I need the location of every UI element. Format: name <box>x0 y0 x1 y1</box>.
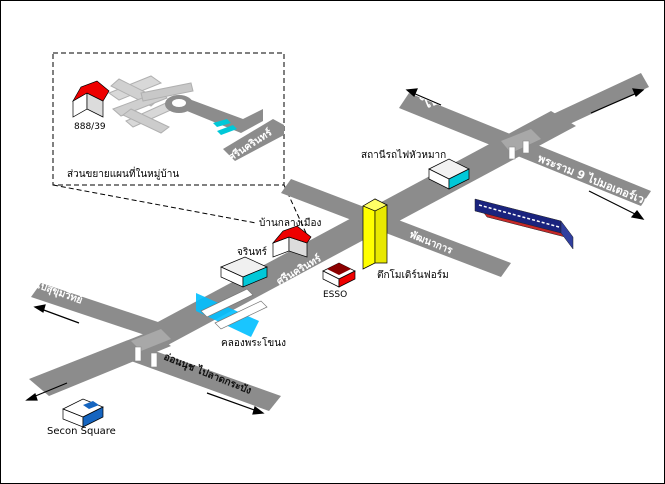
secon-building <box>62 398 104 428</box>
house-address-label: 888/39 <box>74 122 106 132</box>
khlong-label: คลองพระโขนง <box>221 336 286 349</box>
modernform-tower <box>362 198 388 270</box>
to-rca-label: ไป RCA <box>418 76 476 113</box>
ban-klang-muang-label: บ้านกลางเมือง <box>259 217 321 229</box>
station-label: สถานีรถไฟหัวหมาก <box>361 149 446 161</box>
arrow-bangna-icon <box>25 382 68 401</box>
road-onnut-east <box>131 346 281 411</box>
inset-map: ศรีนครินทร์ 888/39 ส่วนขยายแผนที่ในหมู่บ… <box>52 52 307 234</box>
pillar-3 <box>508 146 516 160</box>
inset-border <box>52 52 285 186</box>
train-icon <box>474 198 574 250</box>
arrow-sukhumvit-icon <box>33 304 80 324</box>
canal <box>196 288 268 337</box>
rama9-label: พระราม 9 ไปมอเตอร์เวย์ <box>536 151 652 209</box>
inset-bridge-icon-2 <box>217 125 237 135</box>
inset-leader-left <box>52 184 257 224</box>
pillar-1 <box>150 352 158 368</box>
inset-bridge-icon <box>213 119 231 127</box>
modernform-label: ตึกโมเดิร์นฟอร์ม <box>377 268 449 281</box>
inset-caption: ส่วนขยายแผนที่ในหมู่บ้าน <box>67 166 179 180</box>
arrow-motorway-icon <box>588 190 645 220</box>
jusco-building <box>220 256 268 288</box>
arrow-bangkapi-icon <box>590 88 645 114</box>
junction-bottom <box>131 329 171 351</box>
road-sukhumvit <box>31 283 161 337</box>
roads <box>29 73 651 411</box>
pillar-2 <box>134 346 142 362</box>
jusco-label: จรินทร์ <box>237 246 268 258</box>
station-building <box>428 158 470 190</box>
secon-label: Secon Square <box>47 426 116 437</box>
road-bangkapi <box>521 73 649 143</box>
canal-water <box>196 293 259 337</box>
road-pattanakarn <box>281 179 511 277</box>
inset-road-connector <box>187 99 263 133</box>
esso-label: ESSO <box>323 290 347 300</box>
inset-lanes <box>107 75 194 134</box>
bridge-rail-2 <box>214 300 268 330</box>
esso-building <box>322 262 356 288</box>
arrow-rca-icon <box>405 88 442 106</box>
house-icon <box>72 80 110 118</box>
inset-main-road <box>223 119 284 161</box>
pillar-4 <box>522 140 530 154</box>
arrow-ladkrabang-icon <box>206 392 265 415</box>
direction-arrows <box>25 88 645 415</box>
bridge-rail-1 <box>200 288 254 318</box>
roundabout-island <box>172 99 186 107</box>
ban-klang-muang-house <box>271 225 312 258</box>
